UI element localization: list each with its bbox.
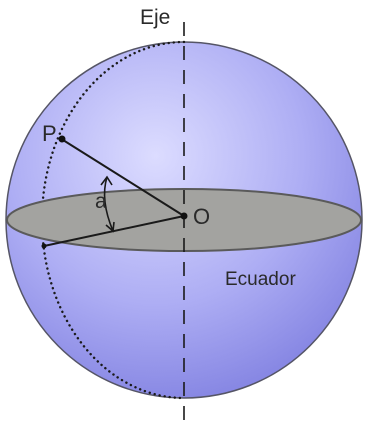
point-equator [41, 243, 47, 249]
point-o [180, 212, 188, 220]
meridian-dotted [40, 40, 186, 400]
equator-label: Ecuador [225, 269, 296, 290]
point-p [58, 135, 66, 143]
angle-label: a [95, 190, 107, 213]
center-label: O [193, 204, 210, 229]
radius-equator [43, 215, 185, 247]
angle-arc [103, 176, 114, 232]
angle-arrow-bottom [105, 221, 115, 233]
angle-arrow-top [100, 175, 113, 186]
radius-op [62, 139, 185, 217]
axis-label: Eje [140, 6, 170, 29]
point-p-label: P [42, 121, 57, 146]
